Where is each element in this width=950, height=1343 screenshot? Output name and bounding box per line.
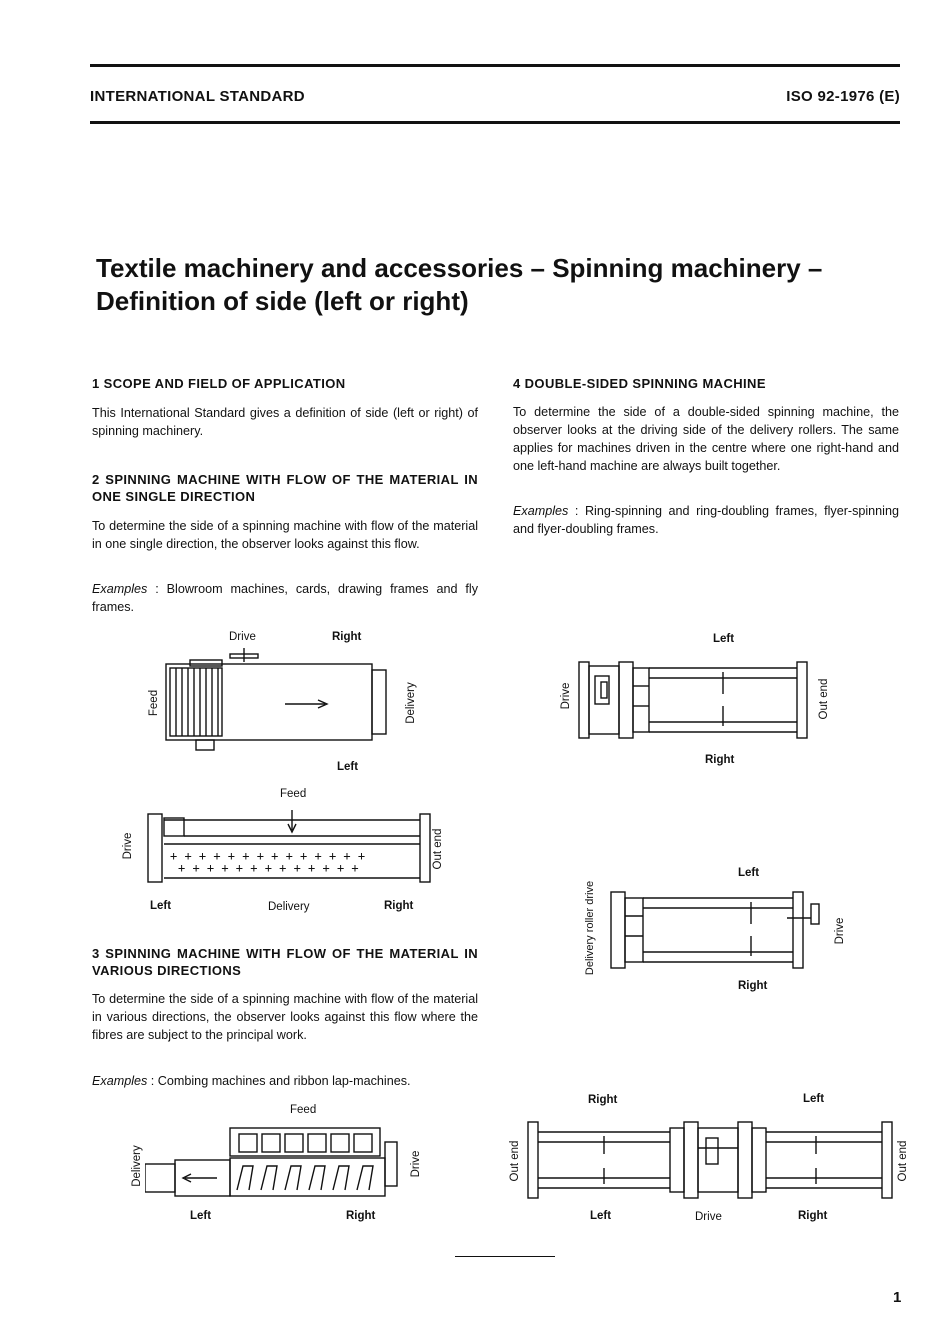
- header-bottom-rule: [90, 121, 900, 124]
- section4-heading: 4 DOUBLE-SIDED SPINNING MACHINE: [513, 376, 766, 391]
- header-standard-label: INTERNATIONAL STANDARD: [90, 88, 305, 105]
- fig2-right-label: Right: [384, 900, 414, 912]
- svg-text:+ + + + + + + + + + + + +: + + + + + + + + + + + + +: [178, 861, 359, 875]
- fig6-left-top-label: Left: [803, 1093, 825, 1105]
- fig1-drive-label: Drive: [229, 631, 256, 643]
- fig5-left-label: Left: [738, 867, 760, 879]
- fig3-delivery-label: Delivery: [131, 1145, 143, 1187]
- fig1-left-label: Left: [337, 761, 359, 773]
- fig4-drive-label: Drive: [560, 682, 572, 710]
- fig6-left-bottom-label: Left: [590, 1210, 612, 1222]
- fig2-left-label: Left: [150, 900, 172, 912]
- fig3-left-label: Left: [190, 1210, 212, 1222]
- section2-examples: Examples : Blowroom machines, cards, dra…: [92, 580, 478, 616]
- page-title: Textile machinery and accessories – Spin…: [96, 252, 916, 318]
- page-title-line1: Textile machinery and accessories – Spin…: [96, 253, 823, 283]
- section1-heading: 1 SCOPE AND FIELD OF APPLICATION: [92, 376, 346, 391]
- section2-examples-label: Examples: [92, 582, 148, 596]
- fig5-delivery-drive-label: Delivery roller drive: [584, 880, 596, 976]
- section2-heading: 2 SPINNING MACHINE WITH FLOW OF THE MATE…: [92, 472, 478, 504]
- fig6-machine-diagram: [527, 1121, 893, 1199]
- section4-body: To determine the side of a double-sided …: [513, 405, 899, 473]
- section2-examples-text: : Blowroom machines, cards, drawing fram…: [92, 582, 478, 614]
- svg-text:+ + + + + + + + + + + + + +: + + + + + + + + + + + + + +: [170, 849, 365, 863]
- fig3-right-label: Right: [346, 1210, 376, 1222]
- fig2-delivery-label: Delivery: [268, 901, 310, 913]
- section4-examples-label: Examples: [513, 504, 569, 518]
- fig1-feed-label: Feed: [148, 689, 160, 717]
- fig6-drive-label: Drive: [695, 1211, 722, 1223]
- page-title-line2: Definition of side (left or right): [96, 286, 469, 316]
- header-document-id: ISO 92-1976 (E): [786, 88, 900, 105]
- section3-examples: Examples : Combing machines and ribbon l…: [92, 1072, 478, 1090]
- fig1-machine-diagram: [165, 648, 387, 751]
- section2-body: To determine the side of a spinning mach…: [92, 519, 478, 551]
- fig3-drive-label: Drive: [410, 1150, 422, 1178]
- section3-examples-label: Examples: [92, 1074, 148, 1088]
- fig6-out-end-left-label: Out end: [509, 1140, 521, 1182]
- fig4-right-label: Right: [705, 754, 735, 766]
- footer-rule: [455, 1256, 555, 1257]
- fig1-right-label: Right: [332, 631, 362, 643]
- fig4-machine-diagram: [578, 661, 808, 739]
- header-top-rule: [90, 64, 900, 67]
- fig1-delivery-label: Delivery: [405, 682, 417, 724]
- section3-body: To determine the side of a spinning mach…: [92, 992, 478, 1042]
- fig2-drive-label: Drive: [122, 832, 134, 860]
- section4-examples-text: : Ring-spinning and ring-doubling frames…: [513, 504, 899, 536]
- section1-body: This International Standard gives a defi…: [92, 406, 478, 438]
- fig5-drive-label: Drive: [834, 917, 846, 945]
- fig2-machine-diagram: + + + + + + + + + + + + + + + + + + + + …: [147, 810, 431, 883]
- fig4-out-end-label: Out end: [818, 678, 830, 720]
- section4-examples: Examples : Ring-spinning and ring-doubli…: [513, 502, 899, 538]
- fig2-feed-label: Feed: [280, 788, 307, 800]
- section3-examples-text: : Combing machines and ribbon lap-machin…: [147, 1074, 411, 1088]
- fig6-right-bottom-label: Right: [798, 1210, 828, 1222]
- fig3-feed-label: Feed: [290, 1104, 317, 1116]
- page-number: 1: [893, 1289, 902, 1306]
- section3-heading: 3 SPINNING MACHINE WITH FLOW OF THE MATE…: [92, 946, 478, 978]
- fig5-machine-diagram: [610, 891, 820, 969]
- fig4-left-label: Left: [713, 633, 735, 645]
- fig5-right-label: Right: [738, 980, 768, 992]
- fig6-right-top-label: Right: [588, 1094, 618, 1106]
- fig3-machine-diagram: [145, 1127, 398, 1197]
